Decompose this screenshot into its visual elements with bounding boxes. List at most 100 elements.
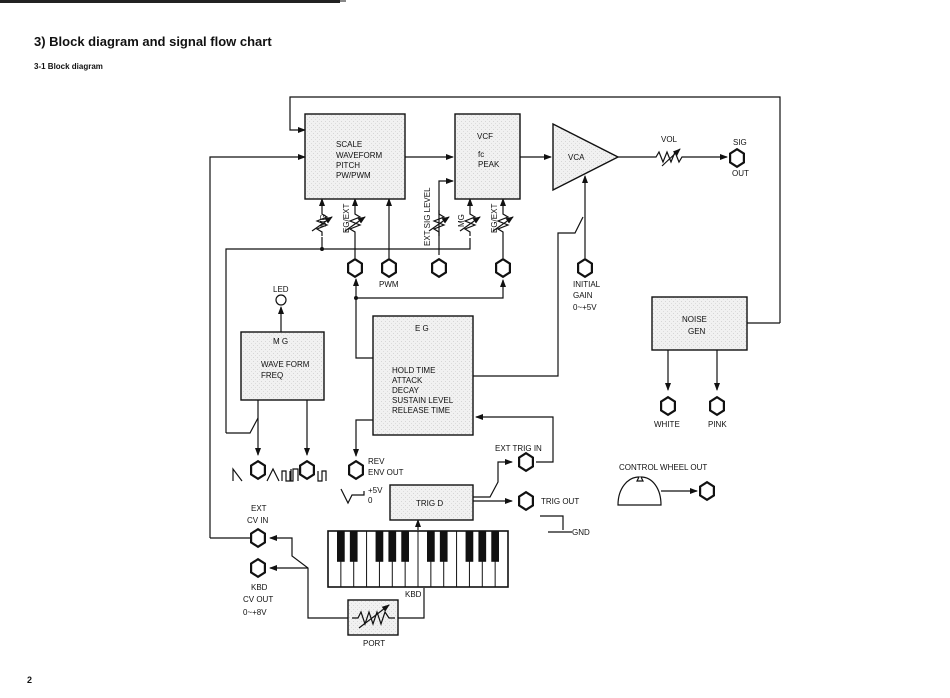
control-wheel-icon	[617, 476, 662, 506]
mg-label-freq: FREQ	[261, 371, 283, 380]
black-key	[388, 531, 397, 562]
keyboard	[327, 530, 509, 588]
eg-label-attack: ATTACK	[392, 376, 423, 385]
mg-label-waveform: WAVE FORM	[261, 360, 310, 369]
mg-out-jack-1	[250, 459, 266, 481]
eg-block	[372, 315, 474, 436]
ext-cv-in-jack	[250, 527, 266, 549]
wire-kbd-to-port	[398, 588, 425, 619]
eg-title: E G	[415, 324, 429, 333]
eg-label-sustain: SUSTAIN LEVEL	[392, 396, 454, 405]
wire-ext-cv-to-vco	[209, 154, 306, 538]
wire-port-to-ext-cv	[269, 535, 348, 619]
black-key	[478, 531, 487, 562]
vcf-eg-ext-pot	[496, 210, 510, 236]
vcf-label-peak: PEAK	[478, 160, 500, 169]
label-gain: GAIN	[573, 291, 593, 300]
square-wave-icon	[281, 468, 299, 482]
noise-label-1: NOISE	[682, 315, 707, 324]
label-env-out: ENV OUT	[368, 468, 404, 477]
trig-block	[389, 484, 474, 521]
vol-pot	[652, 150, 686, 164]
wire-eg-to-vcf-jack	[356, 279, 506, 299]
led-indicator	[275, 294, 287, 306]
port-label: PORT	[363, 639, 385, 648]
label-kbd: KBD	[251, 583, 268, 592]
top-rule-mark	[340, 0, 346, 2]
pulse-wave-icon	[317, 470, 327, 482]
top-rule	[0, 0, 340, 3]
vcf-eg-ext-jack	[495, 257, 511, 279]
wire-eg-to-vco-jack	[353, 278, 373, 359]
label-ext: EXT	[251, 504, 267, 513]
rev-env-out-jack	[348, 459, 364, 481]
vcf-title: VCF	[477, 132, 493, 141]
mg-block	[240, 331, 325, 401]
label-rev: REV	[368, 457, 385, 466]
black-key	[465, 531, 474, 562]
label-gain-range: 0~+5V	[573, 303, 597, 312]
section-heading: 3) Block diagram and signal flow chart	[34, 34, 272, 49]
pwm-jack	[347, 257, 363, 279]
vca-block	[552, 122, 620, 192]
port-adjust-arrow	[358, 604, 390, 629]
label-zero: 0	[368, 496, 373, 505]
vcf-block	[454, 113, 521, 200]
wire-gnd	[540, 515, 564, 530]
vcf-eg-ext-pot-adjust-arrow	[492, 216, 514, 232]
black-key	[375, 531, 384, 562]
vco-eg-ext-pot-adjust-arrow	[344, 216, 366, 232]
wire-ext-sig-to-vcf	[438, 178, 454, 255]
pot-label-ext-sig-level: EXT SIG LEVEL	[423, 187, 432, 246]
label-plus5v: +5V	[368, 486, 383, 495]
pwm-jack-2	[381, 257, 397, 279]
ext-sig-jack	[431, 257, 447, 279]
black-key	[337, 531, 345, 562]
white-noise-jack	[659, 395, 677, 417]
label-control-wheel-out: CONTROL WHEEL OUT	[619, 463, 707, 472]
port-resistor-icon	[352, 610, 395, 626]
noise-gen-block	[651, 296, 748, 351]
trig-title: TRIG D	[416, 499, 443, 508]
vcf-label-fc: fc	[478, 150, 484, 159]
wire-noise-feedback	[289, 96, 781, 323]
trig-pulse-icon	[340, 488, 365, 505]
vol-pot-adjust-arrow	[661, 148, 681, 167]
wire-eg-to-vca	[473, 216, 584, 377]
wire-eg-to-rev-env	[353, 419, 373, 457]
kbd-label: KBD	[405, 590, 422, 599]
wire-ext-trig-to-eg	[475, 414, 554, 463]
jacks	[250, 147, 746, 579]
vco-label-pitch: PITCH	[336, 161, 360, 170]
pot-label-vol: VOL	[661, 135, 678, 144]
page-number: 2	[27, 675, 33, 685]
wire-trig-to-ext-trig-in	[473, 459, 513, 498]
vcf-mg-pot	[463, 210, 477, 236]
label-sig: SIG	[733, 138, 747, 147]
eg-label-hold: HOLD TIME	[392, 366, 435, 375]
label-cv-range: 0~+8V	[243, 608, 267, 617]
triangle-wave-icon	[266, 467, 280, 482]
ext-sig-level-pot-adjust-arrow	[428, 216, 450, 232]
vcf-mg-pot-adjust-arrow	[459, 216, 481, 232]
vco-label-waveform: WAVEFORM	[336, 151, 383, 160]
label-out: OUT	[732, 169, 749, 178]
vco-mg-pot	[315, 210, 329, 236]
wire-mg-switch	[226, 417, 259, 434]
trig-out-jack	[517, 490, 535, 512]
label-white: WHITE	[654, 420, 680, 429]
pot-label-vcf-mg: MG	[457, 214, 466, 227]
ext-trig-in-jack	[517, 451, 535, 473]
label-trig-out: TRIG OUT	[541, 497, 579, 506]
label-led: LED	[273, 285, 289, 294]
eg-label-release: RELEASE TIME	[392, 406, 450, 415]
label-pwm: PWM	[379, 280, 399, 289]
black-key	[349, 531, 358, 562]
pink-noise-jack	[708, 395, 726, 417]
label-gnd: GND	[572, 528, 590, 537]
label-pink: PINK	[708, 420, 727, 429]
label-cv-in: CV IN	[247, 516, 269, 525]
label-ext-trig-in: EXT TRIG IN	[495, 444, 542, 453]
potentiometers	[311, 148, 686, 236]
